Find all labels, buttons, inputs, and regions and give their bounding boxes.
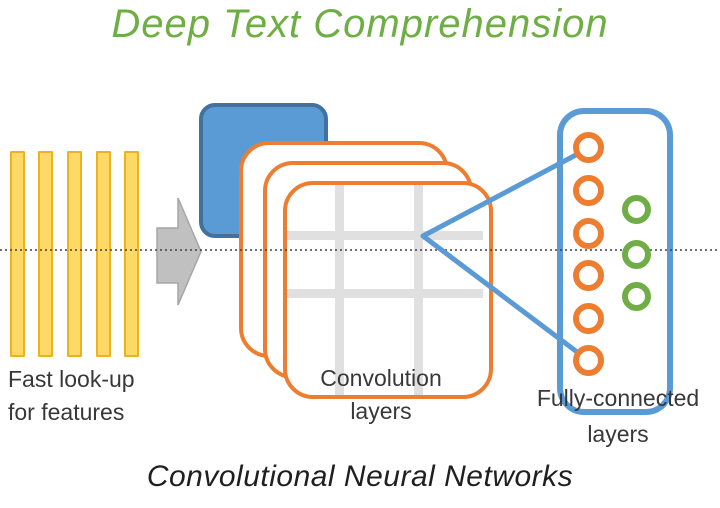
dotted-baseline [0,249,720,251]
input-label: Fast look-up for features [8,363,135,429]
convolution-label-line2: layers [350,398,412,424]
feature-bar [67,151,82,357]
input-label-line1: Fast look-up [8,366,135,392]
fully-connected-panel [557,108,673,415]
grid-line-horizontal [287,289,483,298]
right-arrow-icon [156,197,202,306]
fully-connected-label-line2: layers [587,421,649,447]
convolution-label: Convolution layers [296,362,466,428]
fully-connected-label-line1: Fully-connected [536,385,700,411]
slide-title: Deep Text Comprehension [111,2,609,46]
fully-connected-label: Fully-connected layers [523,380,713,452]
feature-bar [124,151,139,357]
feature-bar [96,151,111,357]
slide-caption: Convolutional Neural Networks [146,460,574,493]
feature-bar [10,151,25,357]
input-label-line2: for features [8,399,125,425]
convolution-label-line1: Convolution [320,365,442,391]
feature-bar [38,151,53,357]
grid-line-horizontal [287,231,483,240]
